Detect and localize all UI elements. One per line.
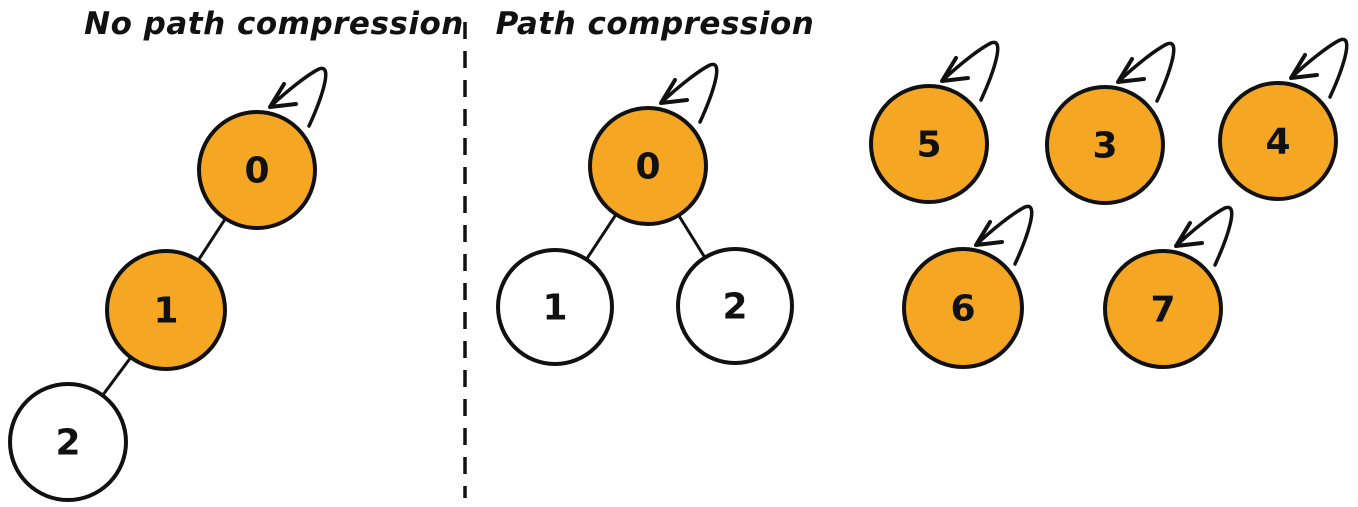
no-compression-tree: 0 1 2 (8, 66, 328, 502)
node-circle (588, 106, 708, 226)
node-circle (1103, 249, 1223, 369)
self-loop-arrow-icon (1174, 205, 1234, 267)
node-label: 2 (55, 423, 80, 464)
compression-tree-node-1: 1 (496, 248, 614, 366)
node-label: 0 (244, 151, 269, 192)
self-loop-arrow-icon (940, 40, 1000, 102)
left-section-title: No path compression (84, 6, 464, 42)
node-label: 1 (153, 291, 178, 332)
node-label: 3 (1092, 126, 1117, 167)
node-label: 6 (950, 289, 975, 330)
node-circle (869, 84, 989, 204)
node-label: 1 (542, 288, 567, 329)
no-compression-tree-node-2: 2 (8, 382, 128, 502)
right-section-title: Path compression (495, 6, 815, 42)
no-compression-tree-node-1: 1 (105, 249, 227, 371)
singleton-roots-node-3: 3 (1045, 41, 1176, 205)
node-circle (1218, 81, 1338, 201)
compression-tree-node-0: 0 (588, 62, 719, 226)
singleton-roots-node-7: 7 (1103, 205, 1234, 369)
node-circle (676, 247, 794, 365)
node-circle (902, 247, 1024, 369)
node-circle (105, 249, 227, 371)
node-label: 2 (722, 287, 747, 328)
singleton-roots-node-5: 5 (869, 40, 1000, 204)
compression-tree-node-2: 2 (676, 247, 794, 365)
singleton-roots-node-4: 4 (1218, 37, 1349, 201)
self-loop-arrow-icon (659, 62, 719, 124)
node-circle (496, 248, 614, 366)
node-label: 7 (1150, 290, 1175, 331)
node-label: 5 (916, 125, 941, 166)
node-circle (1045, 85, 1165, 205)
node-label: 4 (1265, 122, 1290, 163)
singleton-roots: 5 3 4 6 7 (869, 37, 1349, 369)
node-label: 0 (635, 147, 660, 188)
node-circle (197, 110, 317, 230)
self-loop-arrow-icon (268, 66, 328, 128)
compression-tree: 0 1 2 (496, 62, 794, 366)
singleton-roots-node-6: 6 (902, 204, 1034, 369)
self-loop-arrow-icon (1289, 37, 1349, 99)
self-loop-arrow-icon (1116, 41, 1176, 103)
node-circle (8, 382, 128, 502)
self-loop-arrow-icon (974, 204, 1034, 266)
no-compression-tree-node-0: 0 (197, 66, 328, 230)
